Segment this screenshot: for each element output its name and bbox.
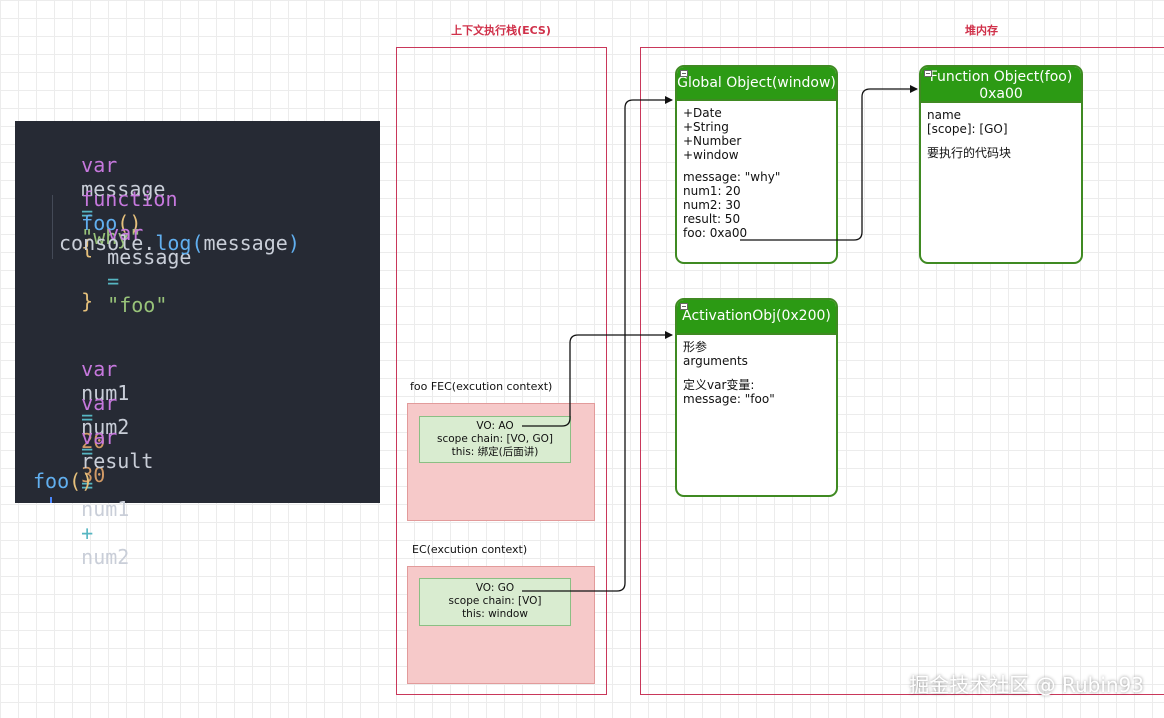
code-line-6: var num1 = 20 xyxy=(33,333,129,477)
function-object-body: name [scope]: [GO] 要执行的代码块 xyxy=(921,103,1081,165)
code-token: var xyxy=(81,153,118,177)
code-token: } xyxy=(81,289,94,313)
arrow-ao-to-activation-object xyxy=(522,331,673,427)
code-token: = xyxy=(81,201,94,225)
code-line-5: } xyxy=(33,265,93,337)
code-token: message xyxy=(81,177,166,201)
ecs-title: 上下文执行栈(ECS) xyxy=(451,24,551,37)
code-token: console xyxy=(59,231,144,255)
object-icon xyxy=(924,70,932,77)
global-prop: +Number xyxy=(683,134,742,148)
function-object-address: 0xa00 xyxy=(979,86,1023,102)
code-line-2: function foo() { xyxy=(33,163,178,283)
heap-title-text: 堆内存 xyxy=(965,24,998,37)
function-object-title-line: Function Object(foo) xyxy=(929,69,1073,85)
code-line-3: var message = "foo" xyxy=(59,197,191,341)
ao-var: message: "foo" xyxy=(683,392,775,406)
function-code-block: 要执行的代码块 xyxy=(927,146,1012,160)
fec-vo-box: VO: AO scope chain: [VO, GO] this: 绑定(后面… xyxy=(419,416,571,463)
code-token: num2 xyxy=(81,545,130,569)
code-token: num2 xyxy=(81,415,130,439)
code-token: foo xyxy=(81,211,118,235)
fec-vo: VO: AO xyxy=(476,420,514,432)
code-token: "why" xyxy=(81,225,142,249)
fec-this: this: 绑定(后面讲) xyxy=(451,446,539,458)
code-token: { xyxy=(81,235,94,259)
gec-label: EC(excution context) xyxy=(412,543,528,556)
gec-this: this: window xyxy=(462,608,528,620)
code-token: foo xyxy=(33,469,70,493)
arrow-foo-to-function-object xyxy=(740,85,918,241)
code-token: () xyxy=(117,211,142,235)
fec-label: foo FEC(excution context) xyxy=(410,380,553,393)
code-token: function xyxy=(81,187,178,211)
ao-prop: 形参 xyxy=(683,340,708,354)
code-line-1: var message = "why" xyxy=(33,129,165,273)
ecs-frame xyxy=(396,47,607,695)
code-token: var xyxy=(81,425,118,449)
gec-vo-box: VO: GO scope chain: [VO] this: window xyxy=(419,578,571,626)
code-token: = xyxy=(81,405,94,429)
code-token: = xyxy=(81,439,94,463)
code-token: ) xyxy=(287,231,300,255)
function-object: Function Object(foo) 0xa00 name [scope]:… xyxy=(919,65,1083,264)
activation-object-body: 形参 arguments 定义var变量: message: "foo" xyxy=(677,335,836,411)
global-var: num2: 30 xyxy=(683,198,741,212)
heap-frame xyxy=(640,47,1164,695)
global-object-body: +Date +String +Number +window message: "… xyxy=(677,101,836,245)
indent-guide xyxy=(52,195,53,259)
function-prop: [scope]: [GO] xyxy=(927,122,1008,136)
code-token: log xyxy=(155,231,192,255)
global-prop: +String xyxy=(683,120,729,134)
fec-scope-chain: scope chain: [VO, GO] xyxy=(437,433,553,445)
code-line-7: var num2 = 30 xyxy=(33,367,129,511)
function-prop: name xyxy=(927,108,962,122)
code-token: + xyxy=(81,521,94,545)
object-icon xyxy=(680,70,688,77)
text-caret xyxy=(50,497,52,503)
code-line-8: var result = num1 + num2 xyxy=(33,401,153,593)
code-token: . xyxy=(143,231,156,255)
code-line-9: foo() xyxy=(33,469,93,493)
code-token: 20 xyxy=(81,429,106,453)
activation-object-title: ActivationObj(0x200) xyxy=(677,300,836,335)
code-panel: var message = "why" function foo() { var… xyxy=(15,121,380,569)
global-object-title: Global Object(window) xyxy=(677,67,836,101)
global-var: foo: 0xa00 xyxy=(683,226,748,240)
code-token: () xyxy=(69,469,94,493)
global-prop: +Date xyxy=(683,106,722,120)
code-token: ( xyxy=(191,231,204,255)
global-object: Global Object(window) +Date +String +Num… xyxy=(675,65,838,264)
gec-vo: VO: GO xyxy=(475,582,515,594)
code-token: 30 xyxy=(81,463,106,487)
code-token: var xyxy=(107,221,144,245)
arrow-go-to-global-object xyxy=(522,96,673,592)
object-icon xyxy=(680,303,688,310)
code-line-4: console.log(message) xyxy=(59,231,300,255)
code-token: message xyxy=(203,231,288,255)
global-var: num1: 20 xyxy=(683,184,741,198)
code-token: num1 xyxy=(81,497,130,521)
ao-var: 定义var变量: xyxy=(683,378,755,392)
code-token: result xyxy=(81,449,154,473)
code-token: "foo" xyxy=(107,293,168,317)
global-var: result: 50 xyxy=(683,212,741,226)
code-token: num1 xyxy=(81,381,130,405)
code-token: var xyxy=(81,391,118,415)
code-token: = xyxy=(81,473,94,497)
global-var: message: "why" xyxy=(683,170,781,184)
code-token: = xyxy=(107,269,120,293)
code-token: message xyxy=(107,245,192,269)
code-token: var xyxy=(81,357,118,381)
activation-object: ActivationObj(0x200) 形参 arguments 定义var变… xyxy=(675,298,838,497)
global-prop: +window xyxy=(683,148,739,162)
ao-prop: arguments xyxy=(683,354,748,368)
gec-scope-chain: scope chain: [VO] xyxy=(448,595,542,607)
watermark: 掘金技术社区 @ Rubin93 xyxy=(909,673,1144,697)
function-object-title: Function Object(foo) 0xa00 xyxy=(921,67,1081,103)
